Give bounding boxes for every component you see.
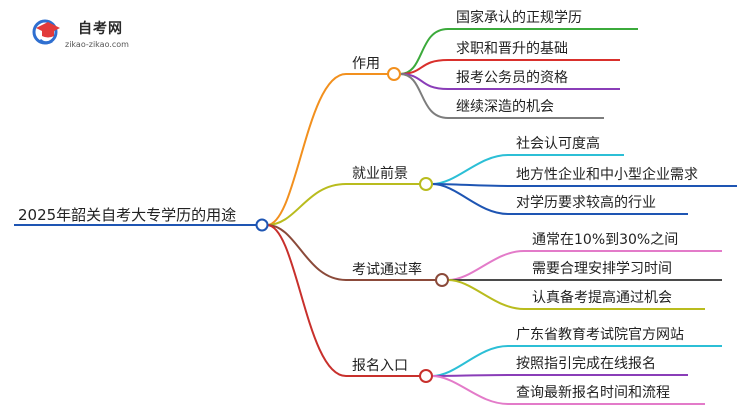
mindmap-edges (14, 28, 737, 405)
leaf-node-label[interactable]: 查询最新报名时间和流程 (516, 385, 670, 401)
leaf-node-label[interactable]: 按照指引完成在线报名 (516, 356, 656, 372)
branch-node-dot[interactable] (435, 273, 449, 287)
leaf-node-label[interactable]: 需要合理安排学习时间 (532, 261, 672, 277)
branch-edge (266, 183, 347, 226)
leaf-node-label[interactable]: 国家承认的正规学历 (456, 9, 582, 26)
leaf-edge (431, 345, 509, 377)
branch-node-label: 报名入口 (352, 358, 408, 374)
logo-title: 自考网 (78, 21, 123, 37)
site-logo[interactable]: 自考网 zikao-zikao.com (30, 14, 140, 54)
branch-node-label: 就业前景 (352, 165, 408, 182)
branch-edge (266, 224, 347, 377)
leaf-edge (431, 154, 509, 185)
leaf-node-label[interactable]: 地方性企业和中小型企业需求 (516, 166, 698, 183)
leaf-edge (431, 183, 509, 215)
leaf-edge (399, 28, 449, 75)
branch-node-dot[interactable] (419, 177, 433, 191)
leaf-node-label[interactable]: 社会认可度高 (516, 135, 600, 152)
leaf-edge (447, 279, 525, 310)
leaf-edge (447, 250, 525, 281)
root-node-dot[interactable] (255, 218, 269, 232)
branch-node-label: 考试通过率 (352, 261, 422, 278)
branch-node-label: 作用 (352, 56, 380, 72)
leaf-node-label[interactable]: 认真备考提高通过机会 (532, 289, 672, 306)
leaf-edge (399, 73, 449, 119)
branch-node-dot[interactable] (419, 369, 433, 383)
leaf-node-label[interactable]: 对学历要求较高的行业 (516, 194, 656, 211)
root-node-label: 2025年韶关自考大专学历的用途 (18, 206, 236, 224)
branch-node-dot[interactable] (387, 67, 401, 81)
mindmap-labels: 2025年韶关自考大专学历的用途 作用 国家承认的正规学历求职和晋升的基础报考公务员… (18, 9, 698, 401)
leaf-node-label[interactable]: 求职和晋升的基础 (456, 40, 568, 57)
branch-edge (266, 224, 347, 281)
branch-edge (266, 73, 347, 226)
graduation-cap-icon (32, 19, 60, 45)
leaf-node-label[interactable]: 报考公务员的资格 (456, 70, 568, 86)
leaf-node-label[interactable]: 广东省教育考试院官方网站 (516, 327, 684, 343)
leaf-node-label[interactable]: 继续深造的机会 (456, 98, 554, 115)
leaf-node-label[interactable]: 通常在10%到30%之间 (532, 232, 678, 248)
mindmap-dots (255, 67, 449, 383)
leaf-edge (431, 375, 509, 405)
logo-subtitle: zikao-zikao.com (65, 40, 129, 49)
leaf-edge (431, 374, 509, 377)
